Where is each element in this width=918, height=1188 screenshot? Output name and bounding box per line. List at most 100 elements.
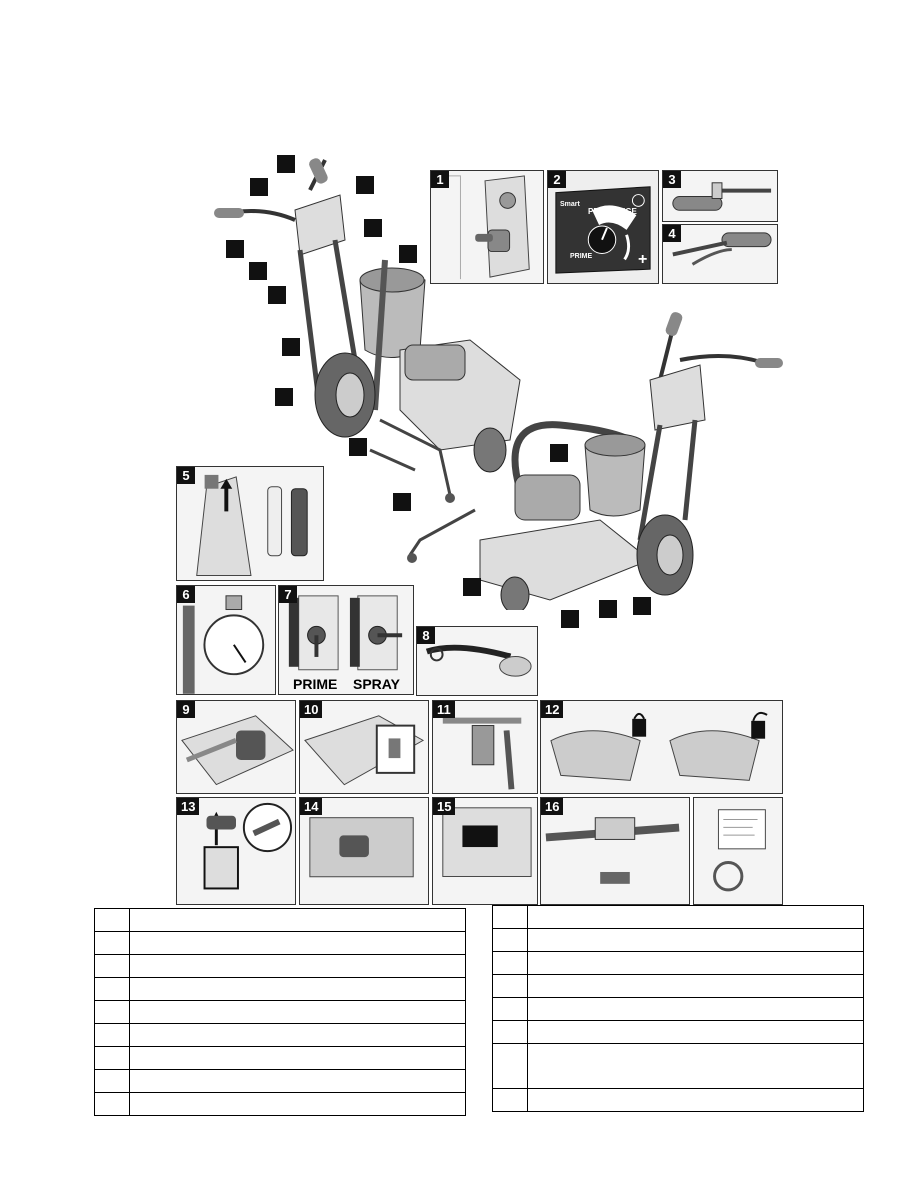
callout-box	[599, 600, 617, 618]
legend-desc-cell	[129, 1046, 466, 1070]
detail-panel-7: PRIME SPRAY 7	[278, 585, 414, 695]
detail-panel-13: 13	[176, 797, 296, 905]
panel-number: 4	[663, 225, 681, 242]
detail-panel-9: 9	[176, 700, 296, 794]
callout-box	[550, 444, 568, 462]
legend-num-cell	[94, 1046, 130, 1070]
panel-number: 13	[177, 798, 200, 815]
detail-panel-3: 3	[662, 170, 778, 222]
panel-number: 12	[541, 701, 564, 718]
panel-number: 10	[300, 701, 323, 718]
detail-panel-15: 15	[432, 797, 538, 905]
legend-num-cell	[94, 954, 130, 978]
detail-panel-6: 6	[176, 585, 276, 695]
legend-num-cell	[492, 997, 528, 1021]
legend-desc-cell	[129, 1000, 466, 1024]
legend-num-cell	[94, 977, 130, 1001]
legend-desc-cell	[527, 1088, 864, 1112]
legend-num-cell	[94, 1000, 130, 1024]
callout-box	[282, 338, 300, 356]
panel-number: 9	[177, 701, 195, 718]
handle-trigger-illustration	[672, 232, 772, 266]
dial-title: PRO-RANGE	[588, 207, 637, 216]
detail-panel-16: 16	[540, 797, 690, 905]
callout-box	[356, 176, 374, 194]
legend-desc-cell	[129, 908, 466, 932]
legend-row	[492, 951, 864, 975]
label-plate-illustration	[713, 809, 766, 892]
legend-row	[492, 1020, 864, 1044]
legend-num-cell	[492, 951, 528, 975]
legend-num-cell	[94, 908, 130, 932]
legend-row	[94, 931, 466, 955]
legend-desc-cell	[129, 931, 466, 955]
detail-panel-4: 4	[662, 224, 778, 284]
legend-row	[492, 1088, 864, 1112]
legend-row	[492, 1043, 864, 1089]
legend-row	[94, 1046, 466, 1070]
callout-box	[364, 219, 382, 237]
callout-box	[561, 610, 579, 628]
pump-fitting-illustration	[442, 717, 522, 790]
legend-num-cell	[492, 928, 528, 952]
legend-desc-cell	[527, 997, 864, 1021]
legend-desc-cell	[527, 905, 864, 929]
legend-row	[94, 1092, 466, 1116]
panel-number: 7	[279, 586, 297, 603]
detail-panel-1: 1	[430, 170, 544, 284]
legend-row	[492, 905, 864, 929]
filter-illustration	[196, 474, 308, 576]
legend-row	[94, 954, 466, 978]
sprayer-illustration-left	[214, 158, 521, 503]
pressure-control-illustration	[203, 802, 293, 890]
detail-panel-10: 10	[299, 700, 429, 794]
electrical-box-illustration	[304, 715, 425, 786]
callout-box	[250, 178, 268, 196]
legend-desc-cell	[527, 974, 864, 998]
legend-num-cell	[492, 1043, 528, 1089]
receptacle-illustration	[309, 817, 414, 878]
spray-label: SPRAY	[353, 676, 400, 692]
gauge-illustration	[182, 595, 265, 694]
legend-row	[94, 1000, 466, 1024]
detail-panel-12: 12	[540, 700, 783, 794]
callout-box	[268, 286, 286, 304]
legend-desc-cell	[527, 1020, 864, 1044]
panel-number: 14	[300, 798, 323, 815]
detail-panel-5: 5	[176, 466, 324, 581]
callout-box	[277, 155, 295, 173]
panel-number: 15	[433, 798, 456, 815]
legend-row	[94, 977, 466, 1001]
switch-illustration	[435, 175, 530, 280]
display-illustration	[442, 807, 532, 877]
legend-num-cell	[94, 1092, 130, 1116]
hose-illustration	[425, 644, 532, 677]
detail-panel-17	[693, 797, 783, 905]
panel-number: 1	[431, 171, 449, 188]
legend-desc-cell	[527, 951, 864, 975]
legend-desc-cell	[527, 1043, 864, 1089]
legend-row	[94, 1023, 466, 1047]
panel-number: 8	[417, 627, 435, 644]
legend-num-cell	[94, 1069, 130, 1093]
panel-number: 2	[548, 171, 566, 188]
panel-number: 11	[433, 701, 455, 718]
prime-spray-valve-illustration	[288, 595, 403, 671]
legend-desc-cell	[129, 977, 466, 1001]
callout-box	[463, 578, 481, 596]
callout-box	[349, 438, 367, 456]
dial-plus: +	[638, 251, 648, 268]
legend-desc-cell	[129, 954, 466, 978]
legend-desc-cell	[129, 1069, 466, 1093]
motor-compartment-illustration	[181, 715, 294, 786]
legend-num-cell	[492, 1020, 528, 1044]
legend-row	[492, 974, 864, 998]
detail-panel-14: 14	[299, 797, 429, 905]
prime-label: PRIME	[293, 676, 338, 692]
panel-number: 5	[177, 467, 195, 484]
mounting-plate-illustration	[545, 817, 680, 884]
legend-table-right	[492, 905, 864, 1112]
sprayer-illustration-right	[407, 312, 783, 610]
legend-desc-cell	[129, 1092, 466, 1116]
legend-num-cell	[94, 1023, 130, 1047]
